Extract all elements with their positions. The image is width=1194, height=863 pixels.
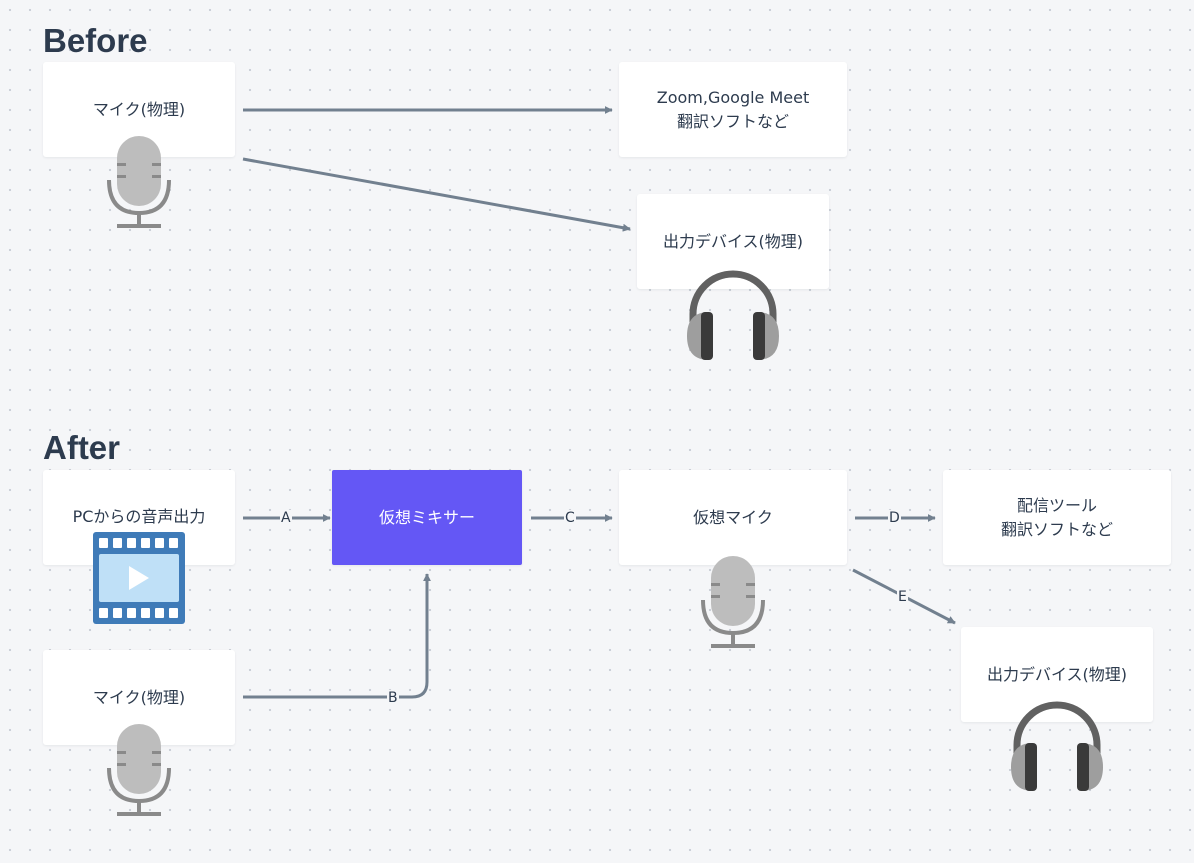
after-output-node[interactable]: 出力デバイス(物理) [961, 627, 1153, 722]
microphone-icon [107, 724, 171, 816]
before-apps-label-line1: Zoom,Google Meet [656, 88, 810, 108]
edge-label-a: A [280, 510, 292, 526]
virtual-mic-node[interactable]: 仮想マイク [619, 470, 847, 565]
microphone-icon [701, 556, 765, 648]
edge-label-e: E [897, 589, 908, 605]
edge-b [243, 573, 431, 699]
microphone-icon [107, 136, 171, 228]
edge-label-d: D [888, 510, 901, 526]
before-apps-node[interactable]: Zoom,Google Meet 翻訳ソフトなど [619, 62, 847, 157]
streaming-tools-label-line1: 配信ツール [1016, 496, 1097, 516]
virtual-mixer-label: 仮想ミキサー [378, 507, 475, 527]
streaming-tools-node[interactable]: 配信ツール 翻訳ソフトなど [943, 470, 1171, 565]
before-title: Before [43, 22, 148, 59]
streaming-tools-label-line2: 翻訳ソフトなど [1000, 519, 1113, 539]
edge-label-c: C [564, 510, 576, 526]
edge-label-b: B [387, 690, 399, 706]
after-title: After [43, 429, 121, 466]
before-mic-label: マイク(物理) [92, 99, 186, 119]
before-output-label: 出力デバイス(物理) [662, 231, 803, 251]
virtual-mixer-node[interactable]: 仮想ミキサー [332, 470, 522, 565]
pc-audio-label: PCからの音声出力 [72, 506, 206, 526]
headphones-icon [1011, 701, 1103, 791]
virtual-mic-label: 仮想マイク [693, 507, 773, 527]
pc-audio-node[interactable]: PCからの音声出力 [43, 470, 235, 565]
video-file-icon [93, 532, 185, 624]
headphones-icon [687, 270, 779, 360]
edge-before-mic-to-output [242, 157, 631, 232]
after-mic-label: マイク(物理) [92, 687, 186, 707]
before-apps-label-line2: 翻訳ソフトなど [676, 111, 789, 131]
after-output-label: 出力デバイス(物理) [986, 664, 1127, 684]
